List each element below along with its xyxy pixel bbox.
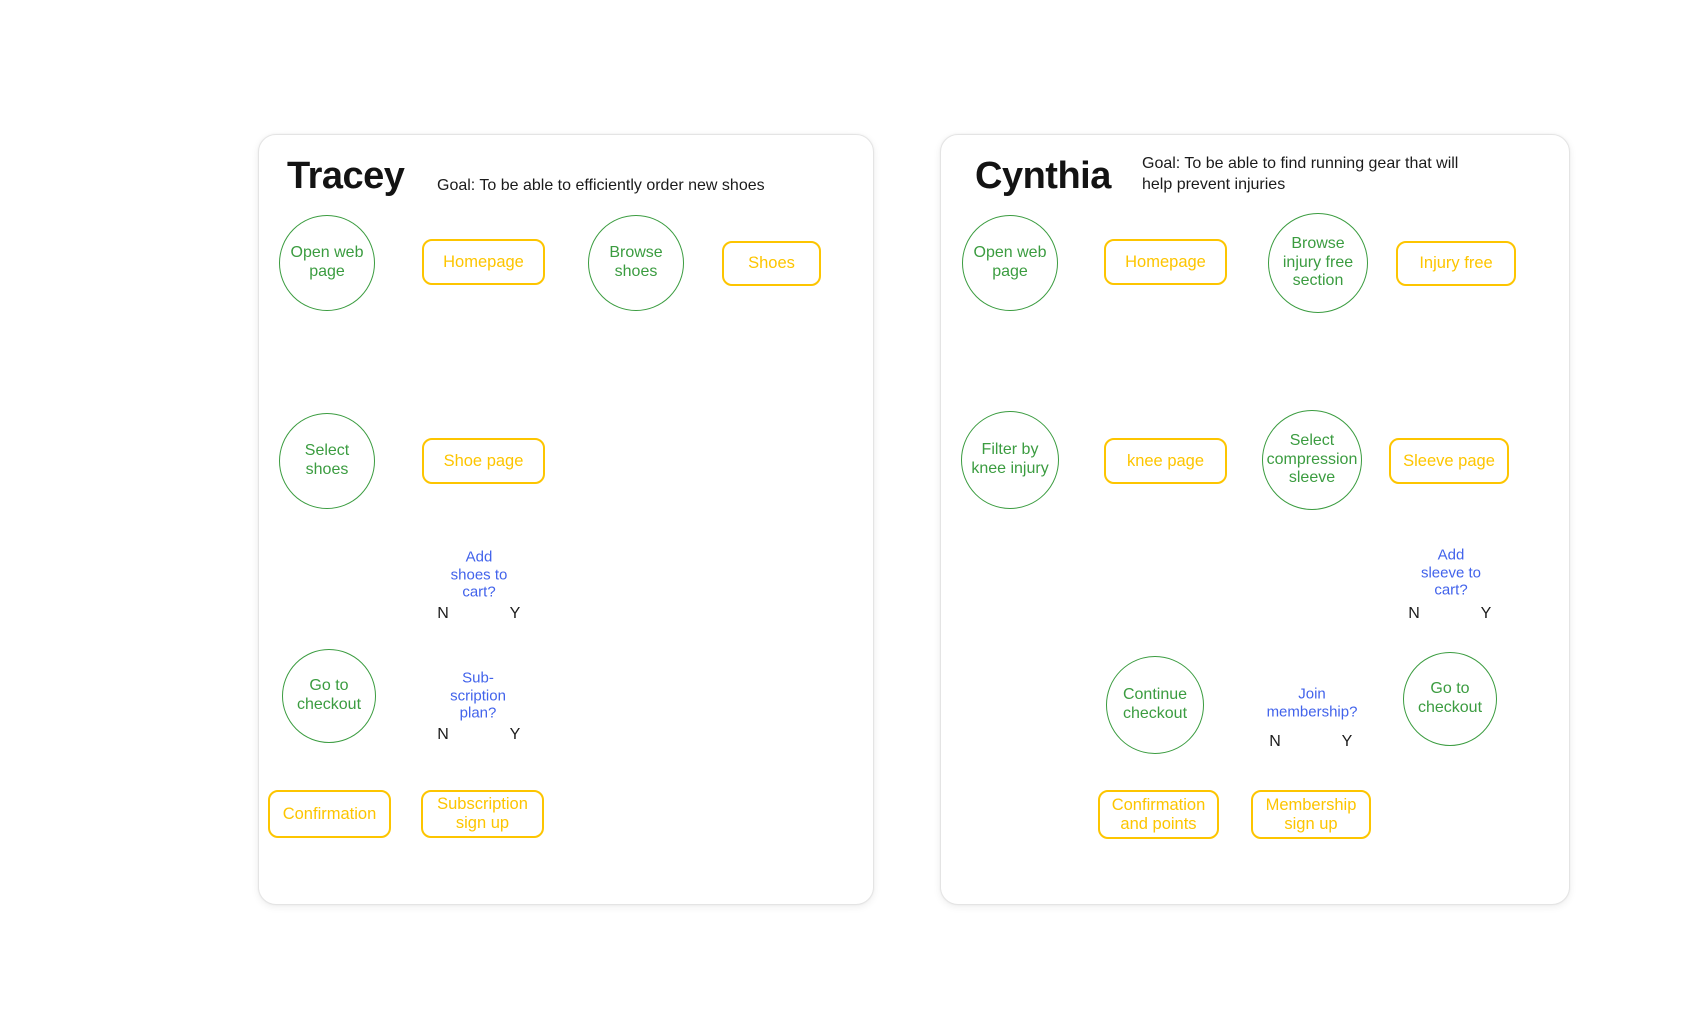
page-homepage[interactable]: Homepage <box>1104 239 1227 285</box>
persona-goal: Goal: To be able to efficiently order ne… <box>437 177 765 194</box>
decision-label-add-shoes-to-cart[interactable]: Add shoes to cart? <box>450 548 508 601</box>
step-open-web-page[interactable]: Open web page <box>279 215 375 311</box>
page-confirmation-and-points[interactable]: Confirmation and points <box>1098 790 1219 839</box>
persona-card-cynthia: Cynthia Goal: To be able to find running… <box>940 134 1570 905</box>
branch-label-yes: Y <box>1480 605 1492 622</box>
step-go-to-checkout[interactable]: Go to checkout <box>1403 652 1497 746</box>
step-open-web-page[interactable]: Open web page <box>962 215 1058 311</box>
persona-card-tracey: Tracey Goal: To be able to efficiently o… <box>258 134 874 905</box>
step-continue-checkout[interactable]: Continue checkout <box>1106 656 1204 754</box>
page-knee-page[interactable]: knee page <box>1104 438 1227 484</box>
branch-label-yes: Y <box>509 605 521 622</box>
persona-name: Cynthia <box>975 155 1111 197</box>
page-shoe-page[interactable]: Shoe page <box>422 438 545 484</box>
step-select-compression-sleeve[interactable]: Select compression sleeve <box>1262 410 1362 510</box>
branch-label-no: N <box>437 605 449 622</box>
page-confirmation[interactable]: Confirmation <box>268 790 391 838</box>
step-select-shoes[interactable]: Select shoes <box>279 413 375 509</box>
step-browse-injury-free[interactable]: Browse injury free section <box>1268 213 1368 313</box>
decision-label-add-sleeve-to-cart[interactable]: Add sleeve to cart? <box>1420 546 1482 599</box>
page-shoes[interactable]: Shoes <box>722 241 821 286</box>
decision-label-subscription-plan[interactable]: Sub- scription plan? <box>450 669 506 722</box>
persona-goal: Goal: To be able to find running gear th… <box>1142 155 1459 193</box>
step-browse-shoes[interactable]: Browse shoes <box>588 215 684 311</box>
branch-label-no: N <box>1408 605 1420 622</box>
page-homepage[interactable]: Homepage <box>422 239 545 285</box>
page-injury-free[interactable]: Injury free <box>1396 241 1516 286</box>
page-sleeve-page[interactable]: Sleeve page <box>1389 438 1509 484</box>
persona-name: Tracey <box>287 155 405 197</box>
decision-label-join-membership[interactable]: Join membership? <box>1266 685 1358 720</box>
branch-label-no: N <box>437 726 449 743</box>
branch-label-yes: Y <box>509 726 521 743</box>
page-subscription-signup[interactable]: Subscription sign up <box>421 790 544 838</box>
branch-label-no: N <box>1269 733 1281 750</box>
page-membership-signup[interactable]: Membership sign up <box>1251 790 1371 839</box>
step-filter-knee-injury[interactable]: Filter by knee injury <box>961 411 1059 509</box>
branch-label-yes: Y <box>1341 733 1353 750</box>
step-go-to-checkout[interactable]: Go to checkout <box>282 649 376 743</box>
